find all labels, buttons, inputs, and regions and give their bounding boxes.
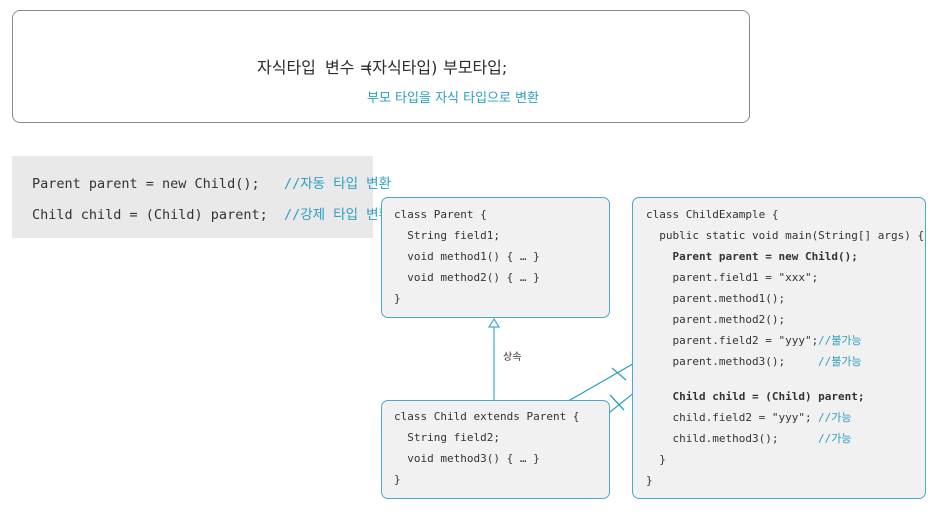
code-line: parent.field2 = "yyy";	[646, 334, 819, 347]
code-comment: //불가능	[818, 355, 862, 368]
blocked-mark-1	[611, 367, 627, 381]
forced-conversion-line: Child child = (Child) parent; //강제 타입 변환	[32, 203, 391, 223]
code-line: class Child extends Parent {	[394, 410, 580, 423]
code-comment: //불가능	[818, 334, 862, 347]
auto-conversion-code: Parent parent = new Child();	[32, 176, 260, 192]
blocked-mark-2	[609, 394, 625, 411]
auto-conversion-line: Parent parent = new Child(); //자동 타입 변환	[32, 172, 391, 192]
child-class-box: class Child extends Parent { String fiel…	[381, 400, 610, 499]
code-line: child.field2 = "yyy";	[646, 411, 812, 424]
parent-class-box: class Parent { String field1; void metho…	[381, 197, 610, 318]
formula-variable: 변수 =	[325, 58, 373, 77]
code-line: parent.field1 = "xxx";	[646, 271, 819, 284]
code-line: void method2() { … }	[394, 271, 540, 284]
code-line: child.method3();	[646, 432, 779, 445]
code-line: Child child = (Child) parent;	[646, 390, 865, 403]
code-line: class ChildExample {	[646, 208, 779, 221]
code-line: void method3() { … }	[394, 452, 540, 465]
forced-conversion-code: Child child = (Child) parent;	[32, 207, 268, 223]
code-line: Parent parent = new Child();	[646, 250, 858, 263]
forced-conversion-comment: //강제 타입 변환	[283, 207, 391, 223]
code-comment: //가능	[818, 432, 852, 445]
code-line: parent.method1();	[646, 292, 786, 305]
code-line: }	[646, 474, 653, 487]
formula-cast: (자식타입)	[366, 58, 438, 77]
code-line: String field2;	[394, 431, 500, 444]
formula-parent-type: 부모타입;	[443, 58, 508, 77]
code-line: parent.method2();	[646, 313, 786, 326]
formula-child-type: 자식타입	[257, 58, 316, 77]
code-summary-panel: Parent parent = new Child(); //자동 타입 변환 …	[12, 156, 391, 238]
code-line: void method1() { … }	[394, 250, 540, 263]
code-comment: //가능	[818, 411, 852, 424]
conversion-note: 부모 타입을 자식 타입으로 변환	[367, 91, 540, 106]
code-line: parent.method3();	[646, 355, 786, 368]
code-line: }	[394, 473, 401, 486]
code-line: public static void main(String[] args) {	[646, 229, 925, 242]
code-line: class Parent {	[394, 208, 487, 221]
inheritance-arrowhead	[487, 317, 501, 328]
conversion-syntax-box	[12, 10, 750, 123]
example-class-box: class ChildExample { public static void …	[632, 197, 926, 499]
inheritance-label: 상속	[503, 352, 522, 363]
code-line: String field1;	[394, 229, 500, 242]
auto-conversion-comment: //자동 타입 변환	[283, 176, 391, 192]
code-line: }	[394, 292, 401, 305]
code-line: }	[646, 453, 666, 466]
